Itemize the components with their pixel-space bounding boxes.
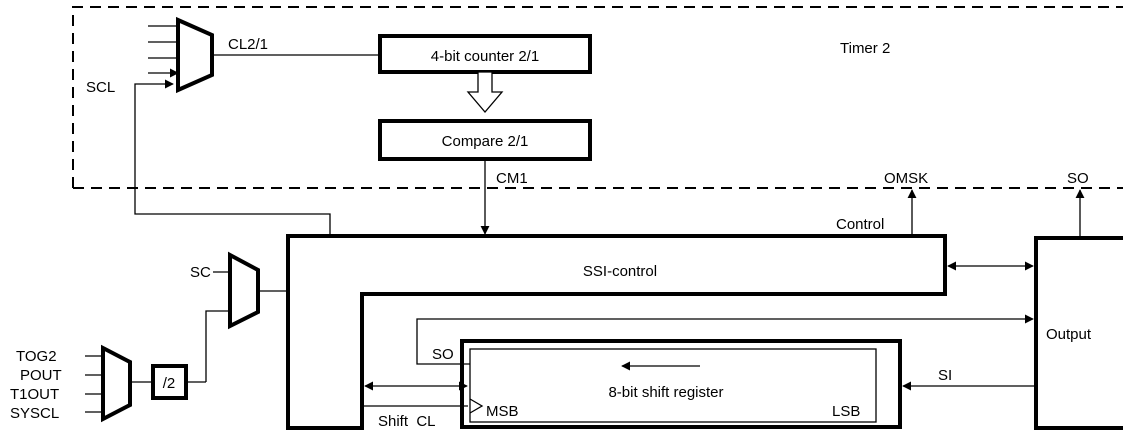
shift-cl-label: Shift CL — [378, 413, 436, 430]
scl-label: SCL — [86, 79, 115, 96]
timer-label: Timer 2 — [840, 40, 890, 57]
cl2-label: CL2/1 — [228, 36, 268, 53]
compare-label: Compare 2/1 — [442, 133, 529, 150]
pout-label: POUT — [20, 367, 62, 384]
hollow-arrow — [466, 71, 504, 114]
input-multiplexer — [85, 344, 153, 423]
sc-label: SC — [190, 264, 211, 281]
shift-register-label: 8-bit shift register — [608, 384, 723, 401]
so-inner-label: SO — [432, 346, 454, 363]
counter-label: 4-bit counter 2/1 — [431, 48, 539, 65]
ssi-control-label: SSI-control — [583, 263, 657, 280]
control-label: Control — [836, 216, 884, 233]
so-top-label: SO — [1067, 170, 1089, 187]
omsk-label: OMSK — [884, 170, 928, 187]
lsb-label: LSB — [832, 403, 860, 420]
ssi-control-block — [286, 234, 947, 430]
output-block — [1034, 236, 1123, 430]
syscl-label: SYSCL — [10, 405, 59, 422]
si-label: SI — [938, 367, 952, 384]
sc-multiplexer — [205, 251, 288, 382]
timer2-boundary — [72, 6, 1123, 189]
msb-label: MSB — [486, 403, 519, 420]
tog2-label: TOG2 — [16, 348, 57, 365]
scl-feedback-line — [134, 79, 331, 236]
so-feedback-line — [416, 314, 1034, 365]
div2-label: /2 — [163, 375, 176, 392]
cm1-label: CM1 — [496, 170, 528, 187]
output-label: Output — [1046, 326, 1092, 343]
scl-multiplexer — [148, 16, 214, 94]
t1out-label: T1OUT — [10, 386, 59, 403]
